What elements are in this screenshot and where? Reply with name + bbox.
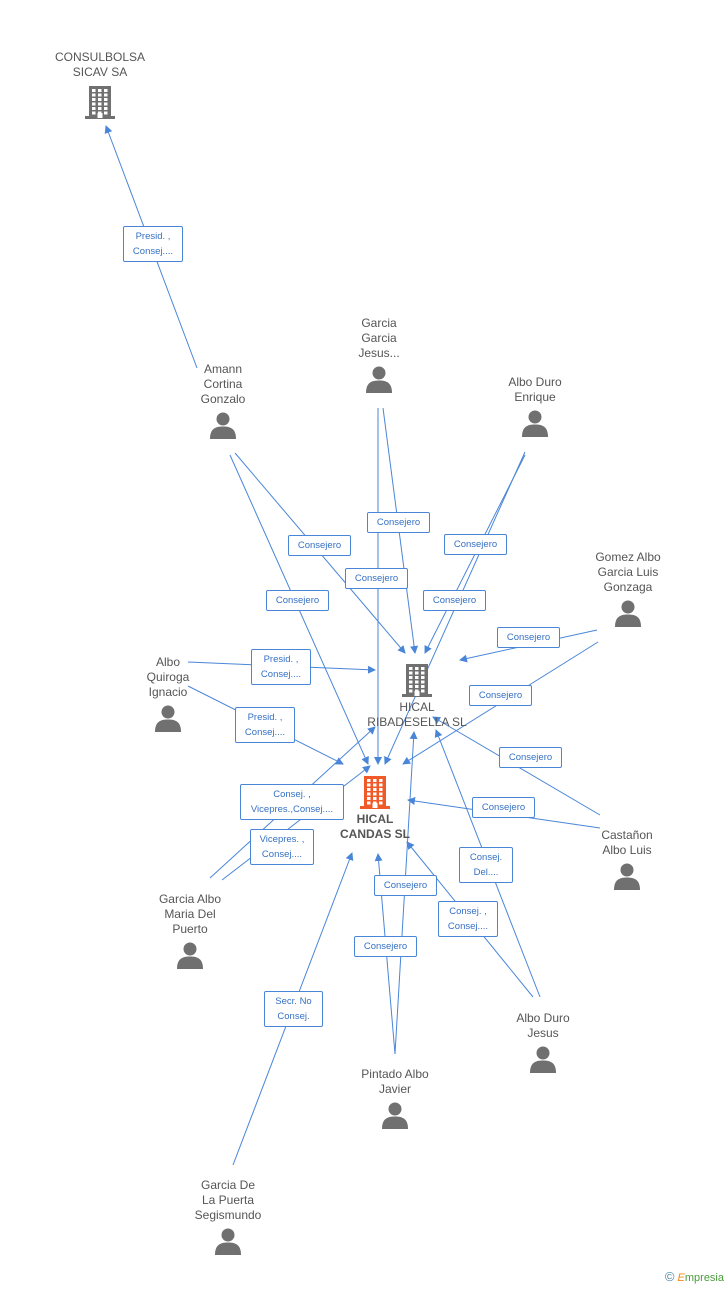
node-label: CONSULBOLSA SICAV SA (54, 50, 146, 79)
node-label: Castañon Albo Luis (601, 828, 653, 857)
person-icon (615, 600, 641, 627)
edge-label[interactable]: Consejero (444, 534, 507, 555)
person-icon (210, 412, 236, 439)
edge-label[interactable]: Consejero (288, 535, 351, 556)
brand-name: mpresia (684, 1272, 724, 1284)
building-icon (402, 664, 432, 697)
node-label: Amann Cortina Gonzalo (200, 362, 246, 406)
edge-line (221, 765, 371, 881)
person-icon (177, 942, 203, 969)
brand-initial: E (677, 1272, 685, 1284)
node-label: HICAL CANDAS SL (339, 812, 410, 841)
node-label: Garcia Garcia Jesus... (358, 316, 400, 360)
node-consulbolsa[interactable]: CONSULBOLSA SICAV SA (45, 50, 155, 122)
node-albo-duro-jesus[interactable]: Albo Duro Jesus (488, 1011, 598, 1075)
node-label: HICAL RIBADESELLA SL (367, 700, 467, 729)
building-icon (85, 86, 115, 119)
person-icon (614, 863, 640, 890)
edge-label[interactable]: Consej. Del.... (459, 847, 513, 883)
edge-label[interactable]: Consejero (354, 936, 417, 957)
node-hical-ribadesella[interactable]: HICAL RIBADESELLA SL (362, 658, 472, 730)
person-icon (366, 366, 392, 393)
building-icon (360, 776, 390, 809)
edge-label[interactable]: Vicepres. , Consej.... (250, 829, 314, 865)
node-label: Albo Duro Enrique (508, 375, 562, 404)
node-castanon[interactable]: Castañon Albo Luis (572, 828, 682, 892)
node-label: Albo Duro Jesus (516, 1011, 570, 1040)
node-label: Garcia Albo Maria Del Puerto (158, 892, 222, 936)
copyright-icon: © (664, 1269, 675, 1284)
edge-label[interactable]: Consejero (374, 875, 437, 896)
node-garcia-jesus[interactable]: Garcia Garcia Jesus... (324, 316, 434, 395)
node-label: Gomez Albo Garcia Luis Gonzaga (595, 550, 661, 594)
edge-label[interactable]: Consejero (472, 797, 535, 818)
edge-label[interactable]: Consejero (345, 568, 408, 589)
node-amann[interactable]: Amann Cortina Gonzalo (168, 362, 278, 441)
person-icon (530, 1046, 556, 1073)
edge-label[interactable]: Consejero (497, 627, 560, 648)
node-garcia-albo-maria[interactable]: Garcia Albo Maria Del Puerto (135, 892, 245, 971)
edge-label[interactable]: Consejero (423, 590, 486, 611)
edge-label[interactable]: Consejero (499, 747, 562, 768)
edge-label[interactable]: Consej. , Vicepres.,Consej.... (240, 784, 344, 820)
node-label: Pintado Albo Javier (361, 1067, 429, 1096)
node-albo-duro-enrique[interactable]: Albo Duro Enrique (480, 375, 590, 439)
edge-label[interactable]: Presid. , Consej.... (235, 707, 295, 743)
edge-label[interactable]: Consej. , Consej.... (438, 901, 498, 937)
person-icon (215, 1228, 241, 1255)
node-gomez-albo[interactable]: Gomez Albo Garcia Luis Gonzaga (573, 550, 683, 629)
edge-label[interactable]: Consejero (266, 590, 329, 611)
footer-brand: © Empresia (665, 1269, 724, 1284)
edge-label[interactable]: Secr. No Consej. (264, 991, 323, 1027)
person-icon (522, 410, 548, 437)
edge-label[interactable]: Consejero (469, 685, 532, 706)
person-icon (155, 705, 181, 732)
edge-label[interactable]: Consejero (367, 512, 430, 533)
node-hical-candas[interactable]: HICAL CANDAS SL (320, 770, 430, 842)
node-albo-quiroga[interactable]: Albo Quiroga Ignacio (113, 655, 223, 734)
node-label: Albo Quiroga Ignacio (146, 655, 190, 699)
person-icon (382, 1102, 408, 1129)
node-pintado[interactable]: Pintado Albo Javier (340, 1067, 450, 1131)
node-garcia-puerta[interactable]: Garcia De La Puerta Segismundo (173, 1178, 283, 1257)
edge-label[interactable]: Presid. , Consej.... (251, 649, 311, 685)
edge-label[interactable]: Presid. , Consej.... (123, 226, 183, 262)
node-label: Garcia De La Puerta Segismundo (194, 1178, 262, 1222)
